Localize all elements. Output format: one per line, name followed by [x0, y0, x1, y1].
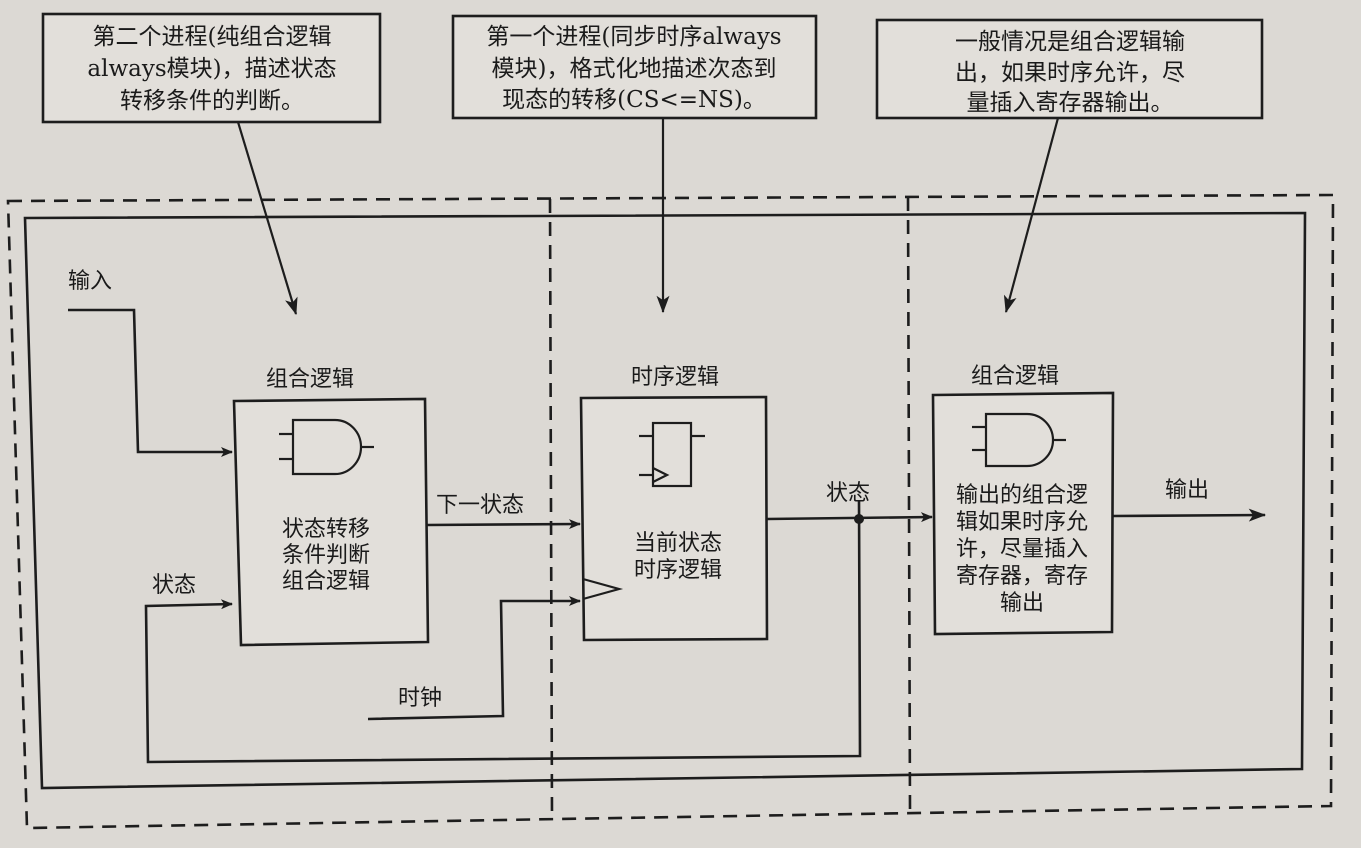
output-label: 输出 [1165, 478, 1209, 503]
comb-next-block [232, 397, 430, 647]
callout-output-logic: 一般情况是组合逻辑输 出，如果时序允许，尽 量插入寄存器输出。 [875, 18, 1264, 120]
junction-dot [854, 514, 864, 524]
callout-line: 转移条件的判断。 [120, 88, 304, 114]
dashed-divider-right [906, 196, 912, 812]
comb-out-block [931, 391, 1115, 636]
clock-label: 时钟 [398, 686, 442, 711]
block-body-line: 状态转移 [282, 517, 370, 542]
callout-line: 一般情况是组合逻辑输 [955, 29, 1185, 55]
next-state-wire [425, 519, 581, 530]
clock-input-triangle-icon [582, 577, 624, 601]
block-title: 时序逻辑 [631, 365, 719, 390]
callout-line: always模块)，描述状态 [87, 56, 336, 82]
state-feedback-label: 状态 [152, 573, 196, 598]
callout-first-process: 第一个进程(同步时序always 模块)，格式化地描述次态到 现态的转移(CS<… [451, 14, 818, 120]
block-body-line: 输出的组合逻 [956, 483, 1088, 508]
callout-second-process: 第二个进程(纯组合逻辑 always模块)，描述状态 转移条件的判断。 [41, 12, 382, 124]
state-out-label: 状态 [826, 481, 870, 506]
block-body-line: 输出 [1000, 591, 1044, 616]
clock-wire [367, 596, 581, 721]
callout-line: 出，如果时序允许，尽 [955, 60, 1185, 86]
callout-line: 量插入寄存器输出。 [967, 90, 1174, 116]
callout-line: 现态的转移(CS<=NS)。 [502, 87, 766, 113]
block-body-line: 时序逻辑 [634, 558, 722, 583]
dashed-divider-left [548, 198, 554, 818]
block-body-line: 辑如果时序允 [956, 510, 1088, 535]
input-label: 输入 [68, 269, 112, 294]
block-body-line: 条件判断 [282, 543, 370, 568]
and-gate-icon [972, 412, 1066, 468]
seq-state-block [579, 395, 769, 642]
block-title: 组合逻辑 [266, 367, 354, 392]
callout-line: 第二个进程(纯组合逻辑 [93, 24, 332, 50]
block-body-line: 组合逻辑 [282, 569, 370, 594]
and-gate-icon [279, 418, 374, 476]
block-body-line: 寄存器，寄存 [956, 564, 1088, 589]
outer-dashed-region [6, 193, 1335, 830]
block-body-line: 当前状态 [634, 531, 722, 556]
output-wire [1112, 508, 1267, 522]
block-body-line: 许，尽量插入 [956, 537, 1088, 562]
callout-line: 第一个进程(同步时序always [486, 24, 781, 50]
input-wire [68, 308, 233, 457]
block-title: 组合逻辑 [971, 364, 1059, 389]
state-out-wire [766, 512, 933, 523]
flip-flop-icon [639, 421, 705, 488]
fsm-frame [23, 211, 1307, 790]
next-state-label: 下一状态 [436, 493, 524, 518]
state-feedback-wire [144, 499, 862, 764]
callout-line: 模块)，格式化地描述次态到 [492, 56, 777, 82]
